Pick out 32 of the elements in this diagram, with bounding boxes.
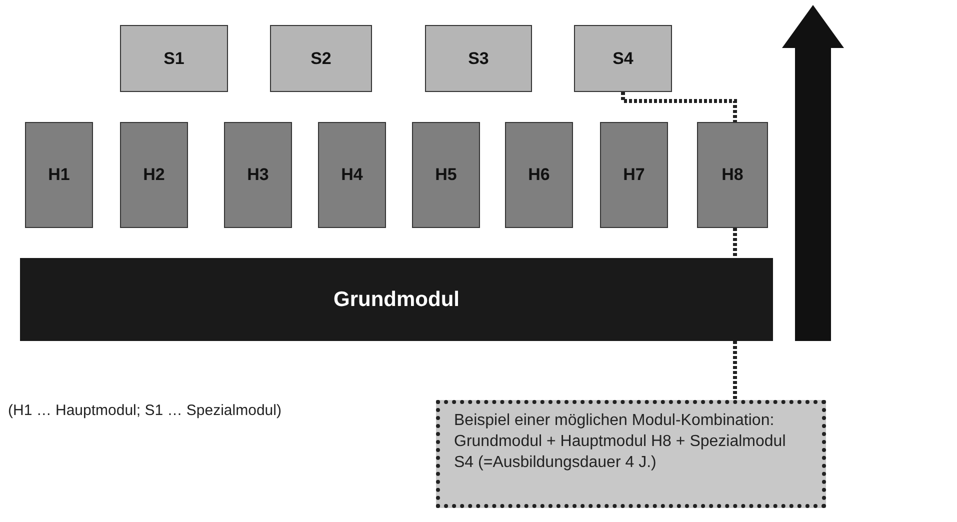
- example-text: Beispiel einer möglichen Modul-Kombination: Grundmodul + Hauptmodul H8 + Spezialmodul S4 (=Ausbildungsdauer 4 J.): [454, 411, 787, 473]
- module-box: [505, 122, 573, 228]
- module-box: [425, 25, 532, 92]
- base-module-bar: [20, 258, 773, 341]
- module-box: [25, 122, 93, 228]
- dotted-connector: [621, 92, 737, 122]
- module-label: H6: [528, 165, 550, 185]
- module-label: S2: [310, 48, 332, 68]
- module-label: H1: [48, 165, 70, 185]
- module-label: Grundmodul: [334, 288, 460, 312]
- module-box: [224, 122, 292, 228]
- dotted-connector: [733, 341, 737, 400]
- module-label: H3: [247, 165, 269, 185]
- module-box: [600, 122, 668, 228]
- module-box: [697, 122, 768, 228]
- module-label: H4: [341, 165, 363, 185]
- module-label: H5: [435, 165, 457, 185]
- module-box: [120, 25, 228, 92]
- module-label: H8: [722, 165, 744, 185]
- example-box: [436, 400, 826, 508]
- dotted-connector: [733, 228, 737, 258]
- module-label: H7: [623, 165, 645, 185]
- module-box: [412, 122, 480, 228]
- legend-note: (H1 … Hauptmodul; S1 … Spezialmodul): [8, 402, 282, 419]
- module-label: S4: [612, 48, 634, 68]
- module-box: [574, 25, 672, 92]
- module-label: S1: [164, 48, 184, 68]
- module-label: S3: [468, 48, 489, 68]
- module-box: [120, 122, 188, 228]
- module-label: H2: [143, 165, 165, 185]
- module-box: [270, 25, 372, 92]
- module-box: [318, 122, 386, 228]
